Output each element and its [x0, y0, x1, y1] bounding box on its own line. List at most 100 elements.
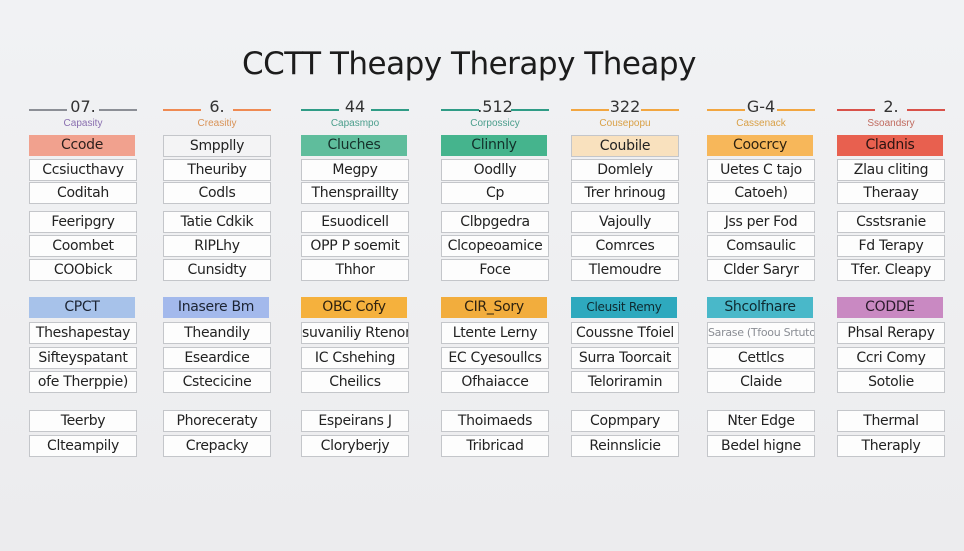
list-item[interactable]: Coussne Tfoiel [571, 322, 679, 344]
header-rule-right [511, 109, 549, 111]
list-item[interactable]: Csstsranie [837, 211, 945, 233]
list-item[interactable]: Megpy [301, 159, 409, 181]
list-item[interactable]: Thenspraillty [301, 182, 409, 204]
category-pill[interactable]: Cladnis [837, 135, 943, 156]
list-item[interactable]: COObick [29, 259, 137, 281]
column-subtitle: Capasmpo [330, 118, 380, 129]
category-pill[interactable]: Cluches [301, 135, 407, 156]
category-pill[interactable]: OBC Cofy [301, 297, 407, 318]
list-item[interactable]: Crepacky [163, 435, 271, 457]
list-item[interactable]: Clbpgedra [441, 211, 549, 233]
category-pill[interactable]: Shcolfnare [707, 297, 813, 318]
category-pill[interactable]: CODDE [837, 297, 943, 318]
column-header: .512 [441, 97, 549, 116]
list-item[interactable]: RIPLhy [163, 235, 271, 257]
list-item[interactable]: Thhor [301, 259, 409, 281]
category-pill[interactable]: Coubile [571, 135, 679, 157]
list-item[interactable]: Reinnslicie [571, 435, 679, 457]
list-item[interactable]: Clteampily [29, 435, 137, 457]
column-subtitle: Creasitiy [197, 118, 237, 129]
list-item[interactable]: Sarase (Tfoou Srtutoun [707, 322, 815, 344]
list-item[interactable]: Sifteyspatant [29, 347, 137, 369]
list-item[interactable]: Oodlly [441, 159, 549, 181]
list-item[interactable]: Claide [707, 371, 815, 393]
list-item[interactable]: Esuodicell [301, 211, 409, 233]
column-header: 6. [163, 97, 271, 116]
list-item[interactable]: Cloryberjy [301, 435, 409, 457]
list-item[interactable]: Clder Saryr [707, 259, 815, 281]
list-item[interactable]: Cheilics [301, 371, 409, 393]
column-number: 322 [609, 97, 641, 116]
header-rule-right [371, 109, 409, 111]
list-item[interactable]: Thoimaeds [441, 410, 549, 432]
list-item[interactable]: Ofhaiacce [441, 371, 549, 393]
category-pill[interactable]: Clinnly [441, 135, 547, 156]
list-item[interactable]: Bedel higne [707, 435, 815, 457]
list-item[interactable]: Trer hrinoug [571, 182, 679, 204]
list-item[interactable]: Espeirans J [301, 410, 409, 432]
list-item[interactable]: Foce [441, 259, 549, 281]
list-item[interactable]: Comsaulic [707, 235, 815, 257]
list-item[interactable]: Vajoully [571, 211, 679, 233]
list-item[interactable]: Theuriby [163, 159, 271, 181]
category-pill[interactable]: CIR_Sory [441, 297, 547, 318]
list-item[interactable]: Cstecicine [163, 371, 271, 393]
list-item[interactable]: Phsal Rerapy [837, 322, 945, 344]
list-item[interactable]: Zlau cliting [837, 159, 945, 181]
category-pill[interactable]: CPCT [29, 297, 135, 318]
list-item[interactable]: Ltente Lerny [441, 322, 549, 344]
category-pill[interactable]: Inasere Bm [163, 297, 269, 318]
list-item[interactable]: Theraply [837, 435, 945, 457]
category-pill[interactable]: Ccode [29, 135, 135, 156]
list-item[interactable]: Teloriramin [571, 371, 679, 393]
list-item[interactable]: Tatie Cdkik [163, 211, 271, 233]
list-item[interactable]: Theshapestay [29, 322, 137, 344]
list-item[interactable]: Nter Edge [707, 410, 815, 432]
list-item[interactable]: Catoeh) [707, 182, 815, 204]
list-item[interactable]: Uetes C tajo [707, 159, 815, 181]
list-item[interactable]: Cettlcs [707, 347, 815, 369]
list-item[interactable]: Tribricad [441, 435, 549, 457]
list-item[interactable]: Codls [163, 182, 271, 204]
list-item[interactable]: Coditah [29, 182, 137, 204]
category-pill[interactable]: Cleusit Remy [571, 297, 677, 318]
list-item[interactable]: suvaniliy Rtenon [301, 322, 409, 344]
column-number: 07. [70, 97, 96, 116]
column-number: 44 [344, 97, 366, 116]
list-item[interactable]: ofe Therppie) [29, 371, 137, 393]
list-item[interactable]: Comrces [571, 235, 679, 257]
list-item[interactable]: Ccsiucthavy [29, 159, 137, 181]
list-item[interactable]: Cunsidty [163, 259, 271, 281]
list-item[interactable]: Theraay [837, 182, 945, 204]
list-item[interactable]: Thermal [837, 410, 945, 432]
category-pill[interactable]: Smpplly [163, 135, 271, 157]
list-item[interactable]: Cp [441, 182, 549, 204]
list-item[interactable]: Domlely [571, 159, 679, 181]
column-number: 2. [883, 97, 899, 116]
list-item[interactable]: Eseardice [163, 347, 271, 369]
list-item[interactable]: Copmpary [571, 410, 679, 432]
column-header: 44 [301, 97, 409, 116]
list-item[interactable]: OPP P soemit [301, 235, 409, 257]
list-item[interactable]: Tlemoudre [571, 259, 679, 281]
list-item[interactable]: Jss per Fod [707, 211, 815, 233]
column-number: .512 [477, 97, 513, 116]
header-rule-right [777, 109, 815, 111]
list-item[interactable]: Surra Toorcait [571, 347, 679, 369]
list-item[interactable]: Fd Terapy [837, 235, 945, 257]
list-item[interactable]: EC Cyesoullcs [441, 347, 549, 369]
list-item[interactable]: Phoreceraty [163, 410, 271, 432]
list-item[interactable]: Theandily [163, 322, 271, 344]
list-item[interactable]: Ccri Comy [837, 347, 945, 369]
category-pill[interactable]: Coocrcy [707, 135, 813, 156]
list-item[interactable]: Clcopeoamice [441, 235, 549, 257]
list-item[interactable]: Feeripgry [29, 211, 137, 233]
list-item[interactable]: Tfer. Cleapy [837, 259, 945, 281]
list-item[interactable]: Teerby [29, 410, 137, 432]
list-item[interactable]: Coombet [29, 235, 137, 257]
list-item[interactable]: Sotolie [837, 371, 945, 393]
list-item[interactable]: IC Cshehing [301, 347, 409, 369]
